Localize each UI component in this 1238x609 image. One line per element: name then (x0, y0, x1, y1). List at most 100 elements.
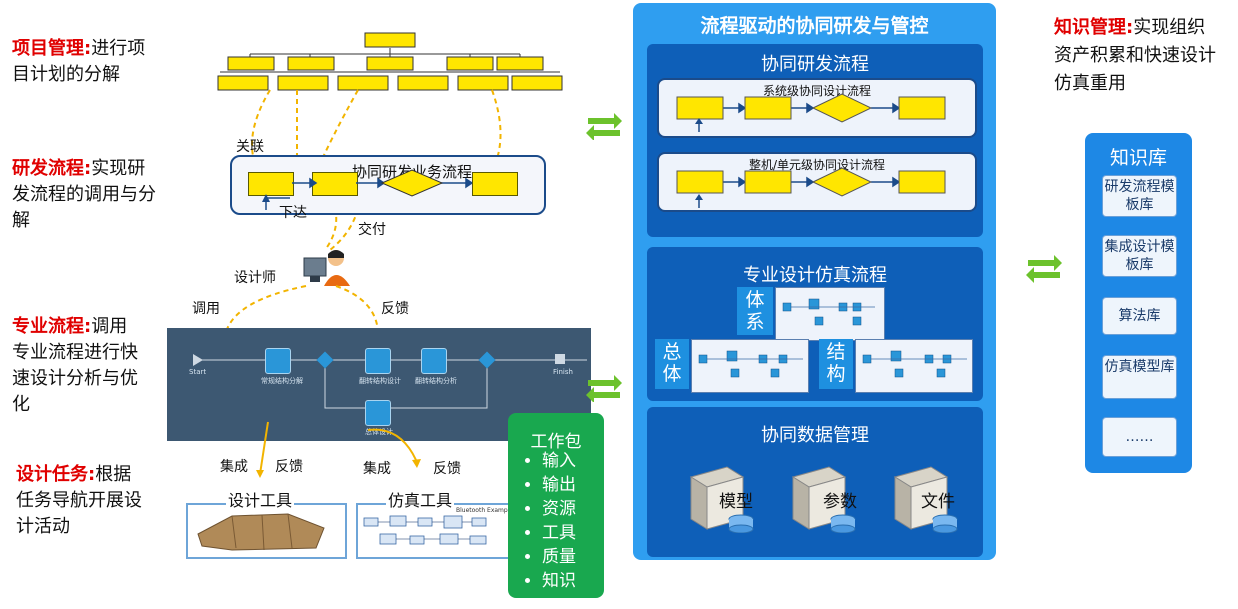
server-icon (689, 466, 754, 534)
tag-char: 构 (826, 363, 846, 385)
central-panel: 流程驱动的协同研发与管控 协同研发流程 系统级协同设计流程 整机/单元级协同设计… (633, 3, 996, 560)
list-item: 输出 (542, 473, 576, 497)
list-item: 资源 (542, 497, 576, 521)
kb-item-design-template[interactable]: 集成设计模板库 (1102, 235, 1177, 277)
unit-level-flow: 整机/单元级协同设计流程 (657, 152, 977, 212)
section-title: 协同数据管理 (761, 425, 869, 446)
list-item: 工具 (542, 521, 576, 545)
flow-box-2 (312, 172, 358, 196)
node-finish-label: Finish (553, 368, 573, 376)
label-designer: 设计师 (234, 270, 276, 286)
label-guanlian: 关联 (236, 139, 264, 155)
tag-char: 体 (745, 289, 765, 311)
node-general-design-label: 总体设计 (365, 428, 393, 436)
note-line: 实现组织 (1133, 17, 1206, 38)
system-level-flow: 系统级协同设计流程 (657, 78, 977, 138)
node-structure-decompose-label: 常规结构分解 (261, 377, 303, 385)
tag-char: 总 (662, 341, 682, 363)
knowledge-base-title: 知识库 (1109, 147, 1167, 169)
section-title: 专业设计仿真流程 (743, 265, 887, 286)
node-structure-analysis-label: 翻转结构分析 (415, 377, 457, 385)
work-package-card: 工作包 输入 输出 资源 工具 质量 知识 (508, 413, 604, 598)
design-tool-title: 设计工具 (226, 487, 295, 511)
note-line: 实现研 (91, 158, 146, 179)
designer-arrows (225, 285, 379, 333)
tag-zongti: 总体 (655, 339, 689, 389)
note-line: 速设计分析与优 (12, 368, 138, 389)
kb-item-label: 仿真模型库 (1104, 359, 1175, 375)
kb-item-label: 算法库 (1118, 308, 1161, 324)
label-jicheng-2: 集成 (363, 461, 391, 477)
note-line: 根据 (95, 464, 132, 485)
simulink-diagram-image (363, 515, 487, 545)
tag-char: 系 (745, 311, 765, 333)
section-title: 协同研发流程 (761, 54, 869, 75)
sim-tool-title: 仿真工具 (386, 487, 455, 511)
note-project-management: 项目管理:进行项 目计划的分解 (12, 36, 145, 88)
database-files: 文件 (887, 463, 967, 534)
note-line: 调用 (91, 316, 128, 337)
kb-item-more[interactable]: …… (1102, 417, 1177, 457)
cad-model-image (197, 513, 325, 551)
exchange-arrows-icon (586, 113, 622, 140)
note-key: 设计任务: (16, 464, 96, 485)
mini-flow-tixi (775, 287, 885, 341)
note-line: 任务导航开展设 (16, 490, 142, 511)
note-line: 专业流程进行快 (12, 342, 138, 363)
section-sim-process: 专业设计仿真流程 体系 总体 结构 (647, 247, 983, 401)
sim-tool-box (356, 503, 512, 559)
note-key: 研发流程: (12, 158, 92, 179)
workflow-editor-bar: Start 常规结构分解 翻转结构设计 翻转结构分析 Finish 总体设计 (167, 328, 591, 441)
note-key: 知识管理: (1054, 17, 1134, 38)
note-line: 仿真重用 (1054, 73, 1126, 94)
mini-flow-jiegou (855, 339, 973, 393)
kb-item-process-template[interactable]: 研发流程模板库 (1102, 175, 1177, 217)
kb-item-algorithm[interactable]: 算法库 (1102, 297, 1177, 335)
label-jiaofu: 交付 (358, 222, 386, 238)
label-diaoyong: 调用 (192, 301, 220, 317)
note-line: 计活动 (16, 516, 70, 537)
node-general-design[interactable] (365, 400, 391, 426)
note-key: 专业流程: (12, 316, 92, 337)
list-item: 质量 (542, 545, 576, 569)
server-icon (791, 466, 856, 534)
note-design-task: 设计任务:根据 任务导航开展设 计活动 (16, 462, 142, 540)
list-item: 知识 (542, 569, 576, 593)
loopback-arrow (262, 194, 290, 210)
flow-box-3 (472, 172, 518, 196)
note-rd-process: 研发流程:实现研 发流程的调用与分 解 (12, 156, 156, 234)
flow-label: 整机/单元级协同设计流程 (748, 158, 886, 172)
list-item: 输入 (542, 449, 576, 473)
work-package-title: 工作包 (530, 432, 582, 452)
tag-jiegou: 结构 (819, 339, 853, 389)
label-fankui-2: 反馈 (275, 459, 303, 475)
db-label: 文件 (921, 492, 955, 512)
work-package-list: 输入 输出 资源 工具 质量 知识 (508, 449, 576, 593)
workflow-lines (193, 354, 587, 409)
flow-box-1 (248, 172, 294, 196)
system-flow-graphic (676, 93, 946, 132)
node-start-label: Start (189, 368, 207, 376)
tool-arrows (256, 421, 421, 478)
note-line: 化 (12, 394, 30, 415)
wbs-tree-diagram (217, 32, 563, 91)
note-line: 进行项 (91, 38, 146, 59)
panel-title: 流程驱动的协同研发与管控 (700, 15, 929, 37)
kb-item-label: …… (1125, 429, 1154, 445)
note-line: 目计划的分解 (12, 64, 120, 85)
node-structure-decompose[interactable] (265, 348, 291, 374)
server-icon (893, 466, 958, 534)
kb-item-label: 集成设计模板库 (1104, 239, 1175, 273)
tag-char: 结 (826, 341, 846, 363)
mini-flow-zongti (691, 339, 809, 393)
node-structure-design[interactable] (365, 348, 391, 374)
label-fankui: 反馈 (381, 301, 409, 317)
node-structure-analysis[interactable] (421, 348, 447, 374)
designer-icon (303, 250, 350, 286)
db-label: 参数 (823, 492, 857, 512)
exchange-arrows-icon (586, 375, 622, 402)
kb-item-sim-model[interactable]: 仿真模型库 (1102, 355, 1177, 399)
knowledge-base-panel: 知识库 研发流程模板库 集成设计模板库 算法库 仿真模型库 …… (1085, 133, 1192, 473)
db-label: 模型 (719, 492, 753, 512)
unit-flow-graphic (676, 167, 946, 208)
